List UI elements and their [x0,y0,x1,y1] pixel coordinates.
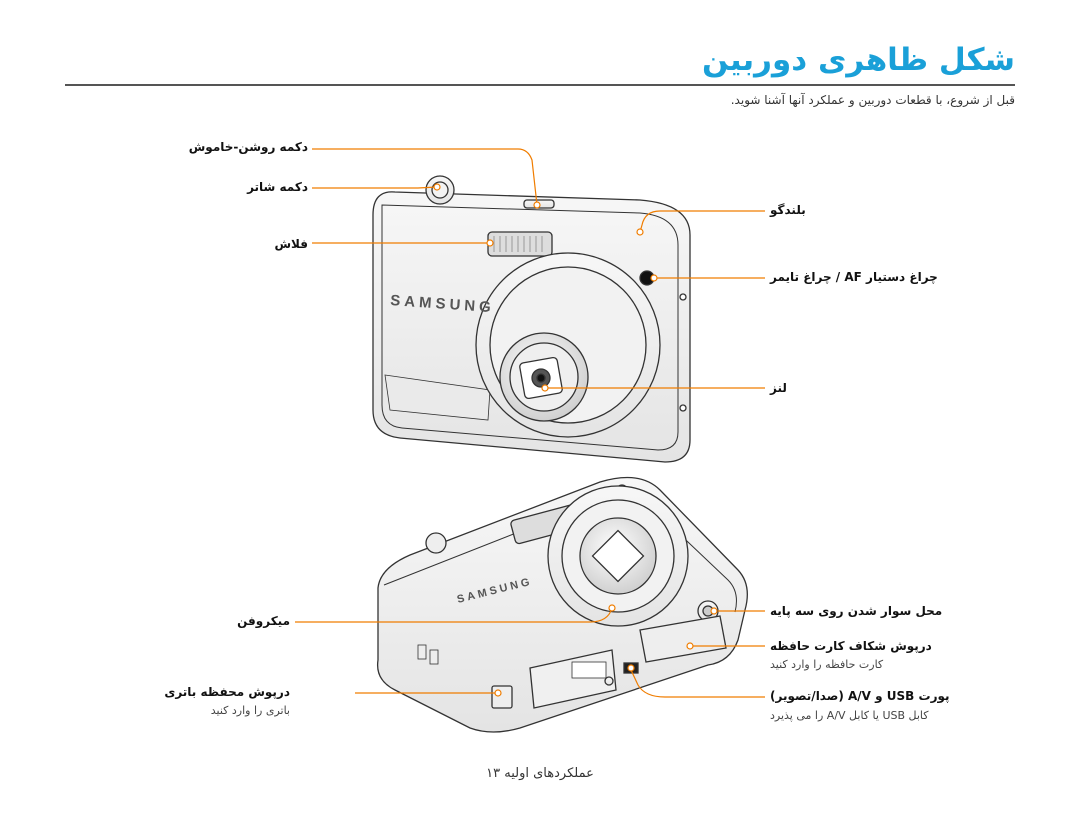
card-slot-cover [639,615,727,663]
label-battery-cover-sub: باتری را وارد کنید [210,704,290,717]
callout-speaker [639,210,765,233]
label-card-cover: درپوش شکاف کارت حافظه [770,639,932,653]
title-rule [65,84,1015,86]
camera-front [372,175,691,463]
label-battery-cover: درپوش محفظه باتری [164,685,290,699]
label-card-cover-sub: کارت حافظه را وارد کنید [770,658,884,671]
camera-bottom [376,476,748,733]
callout-power [312,148,538,206]
callout-usb [630,669,765,698]
label-lens: لنز [770,381,787,395]
label-power-button: دکمه روشن-خاموش [188,140,308,154]
label-usb-port-sub: کابل USB یا کابل A/V را می پذیرد [770,709,929,722]
label-speaker: بلندگو [770,203,806,217]
label-af-lamp: چراغ دستیار AF / چراغ تایمر [770,270,938,284]
callout-shutter [312,186,438,189]
label-tripod-mount: محل سوار شدن روی سه پایه [770,604,943,618]
intro-text: قبل از شروع، با قطعات دوربین و عملکرد آن… [730,93,1015,107]
label-shutter: دکمه شاتر [247,180,308,194]
label-usb-port: پورت USB و A/V (صدا/تصویر) [770,689,950,703]
label-flash: فلاش [274,237,308,251]
callout-lines [295,148,765,698]
page-title: شکل ظاهری دوربین [701,42,1015,78]
page-footer: عملکردهای اولیه ۱۳ [486,766,594,781]
label-microphone: میکروفن [237,614,290,628]
